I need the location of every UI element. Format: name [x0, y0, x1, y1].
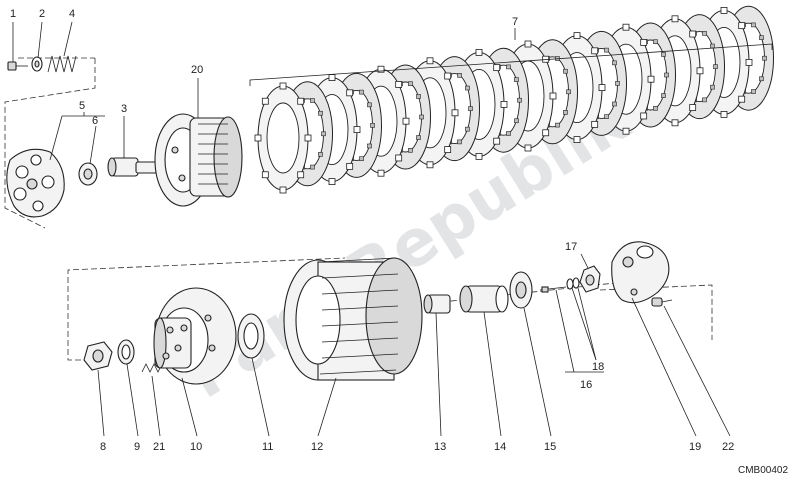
callout-11: 11 [262, 441, 273, 453]
callout-5: 5 [79, 100, 85, 112]
callout-10: 10 [190, 441, 202, 453]
part-8-nut[interactable] [83, 341, 113, 371]
part-12-clutch-basket[interactable] [283, 257, 423, 381]
callout-22: 22 [722, 441, 734, 453]
callout-12: 12 [311, 441, 323, 453]
part-3-push-sleeve[interactable] [107, 157, 163, 177]
callout-15: 15 [544, 441, 556, 453]
part-4-spring[interactable] [47, 55, 77, 73]
callout-3: 3 [121, 103, 127, 115]
callout-20: 20 [191, 64, 203, 76]
callout-21: 21 [153, 441, 165, 453]
callout-8: 8 [100, 441, 106, 453]
part-15-washer[interactable] [509, 271, 533, 309]
callout-13: 13 [434, 441, 446, 453]
part-2-washer[interactable] [31, 56, 43, 72]
reference-code: CMB00402 [738, 465, 788, 476]
part-1-screw[interactable] [7, 61, 28, 71]
callout-1: 1 [10, 8, 16, 20]
callout-16: 16 [580, 379, 592, 391]
callout-6: 6 [92, 115, 98, 127]
part-11-thrust-washer[interactable] [237, 313, 265, 359]
part-19-slave-cylinder[interactable] [611, 241, 670, 304]
lower-dashed-frame [67, 257, 346, 361]
part-7-bracket [249, 43, 773, 86]
part-14-needle-bearing[interactable] [459, 285, 509, 313]
part-6-bearing[interactable] [78, 162, 98, 186]
callout-4: 4 [69, 8, 75, 20]
callout-19: 19 [689, 441, 701, 453]
leader-lines [12, 21, 731, 437]
part-21-spring[interactable] [141, 363, 163, 373]
part-16-push-rod[interactable] [539, 286, 567, 293]
part-18-o-rings[interactable] [566, 277, 580, 290]
callout-14: 14 [494, 441, 506, 453]
callout-18: 18 [592, 361, 604, 373]
part-7-clutch-plate-stack[interactable] [254, 5, 774, 194]
callout-9: 9 [134, 441, 140, 453]
part-13-sleeve[interactable] [423, 294, 451, 314]
part-10-clutch-hub[interactable] [153, 287, 237, 385]
part-5-pressure-plate[interactable] [6, 148, 65, 218]
part-22-bolt[interactable] [651, 297, 673, 307]
part-9-lock-washer[interactable] [117, 339, 135, 365]
callout-2: 2 [39, 8, 45, 20]
callout-labels: 1 2 4 5 6 3 20 7 17 18 16 8 9 21 10 11 1… [10, 8, 734, 453]
callout-7: 7 [512, 16, 518, 28]
part-17-bleed-fitting[interactable] [579, 265, 601, 293]
upper-left-dashed-frame [4, 58, 96, 229]
friction-plate [254, 82, 312, 194]
part-20-clutch-drum[interactable] [154, 113, 243, 207]
callout-17: 17 [565, 241, 577, 253]
